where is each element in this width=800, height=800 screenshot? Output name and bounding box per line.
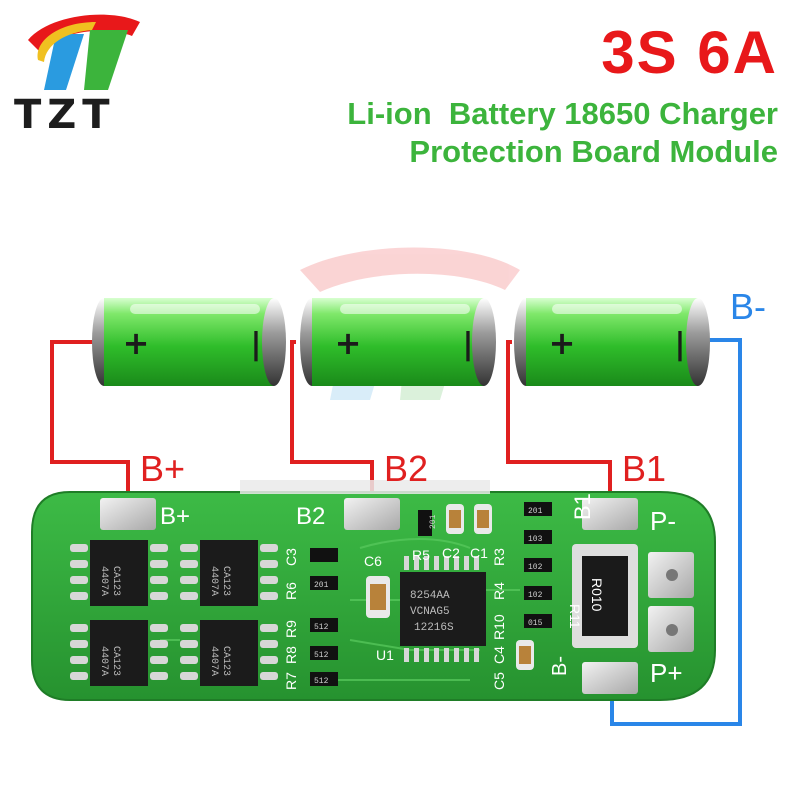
- svg-text:4407A: 4407A: [98, 646, 109, 676]
- ic-line-1: 8254AA: [410, 590, 450, 602]
- mosfet-4: 4407A CA123: [200, 620, 258, 686]
- pad-b1: [582, 498, 638, 530]
- mosfet-leads: [70, 544, 278, 680]
- wire-label-b1: B1: [622, 448, 667, 489]
- via: [666, 569, 678, 581]
- svg-text:R10: R10: [491, 614, 507, 640]
- brand-name: TZT: [14, 92, 116, 138]
- svg-text:R3: R3: [491, 548, 507, 566]
- svg-text:201: 201: [528, 507, 543, 516]
- shunt-marking: R010: [589, 578, 605, 612]
- svg-text:U1: U1: [376, 647, 394, 663]
- svg-text:512: 512: [314, 623, 329, 632]
- ref-designators: C6 R5 C2 C1 U1 R6 C3 R9 R8 R7 R3 R4 R10 …: [283, 545, 583, 690]
- svg-text:R11: R11: [567, 604, 583, 629]
- svg-text:C3: C3: [283, 548, 299, 566]
- mosfet-3: 4407A CA123: [90, 620, 148, 686]
- svg-text:102: 102: [528, 563, 543, 572]
- ic-line-3: 12216S: [414, 622, 454, 634]
- silk-b2: B2: [296, 503, 325, 530]
- headline-line-1: Li-ion Battery 18650 Charger: [347, 96, 778, 131]
- svg-text:R9: R9: [283, 620, 299, 638]
- svg-text:C6: C6: [364, 553, 382, 569]
- svg-text:201: 201: [429, 514, 438, 529]
- protection-ic: 8254AA VCNAG5 12216S: [400, 556, 486, 662]
- mosfet-chips: 4407A CA123 4407A CA123 4407A CA123 4407…: [90, 540, 258, 686]
- svg-text:102: 102: [528, 591, 543, 600]
- svg-text:201: 201: [314, 581, 329, 590]
- shunt-resistor: R010: [572, 544, 638, 648]
- svg-text:4407A: 4407A: [98, 566, 109, 596]
- headline-title: 3S 6A: [601, 19, 778, 86]
- wire-label-b2: B2: [384, 448, 429, 489]
- wire-label-b-plus: B+: [140, 448, 186, 489]
- svg-text:C5: C5: [491, 672, 507, 690]
- svg-text:4407A: 4407A: [208, 646, 219, 676]
- via: [666, 624, 678, 636]
- mosfet-2: 4407A CA123: [200, 540, 258, 606]
- mosfet-1: 4407A CA123: [90, 540, 148, 606]
- silk-b-plus: B+: [160, 503, 190, 530]
- tzt-logo: [28, 14, 140, 90]
- svg-text:4407A: 4407A: [208, 566, 219, 596]
- svg-text:512: 512: [314, 651, 329, 660]
- svg-text:015: 015: [528, 619, 543, 628]
- protection-board: B+ B2 B1 P- P+ B- 4407A CA123 4407A CA12…: [31, 480, 716, 701]
- pad-b2: [344, 498, 400, 530]
- pcb-traces: [160, 538, 520, 681]
- pad-b-plus: [100, 498, 156, 530]
- battery-1-minus: |: [251, 327, 262, 362]
- battery-2-plus: +: [335, 324, 362, 362]
- battery-2-minus: |: [463, 327, 474, 362]
- svg-text:R4: R4: [491, 582, 507, 600]
- battery-3: [514, 298, 710, 386]
- pad-b-minus: [582, 662, 638, 694]
- svg-text:C2: C2: [442, 545, 460, 561]
- capacitors: [366, 504, 534, 670]
- headline-line-2: Protection Board Module: [409, 134, 778, 169]
- silk-p-plus: P+: [650, 658, 683, 688]
- svg-text:R5: R5: [412, 547, 430, 563]
- svg-text:C1: C1: [470, 545, 488, 561]
- ic-line-2: VCNAG5: [410, 606, 450, 618]
- pad-labels: B+ B2 B1 P- P+ B-: [160, 493, 683, 688]
- svg-text:512: 512: [314, 677, 329, 686]
- silk-b1: B1: [570, 493, 595, 520]
- wiring: [50, 338, 742, 726]
- battery-1: [92, 298, 286, 386]
- battery-symbols: + | + | + |: [123, 324, 686, 362]
- battery-3-minus: |: [675, 327, 686, 362]
- silk-b-minus: B-: [549, 656, 571, 676]
- silk-p-minus: P-: [650, 506, 676, 536]
- svg-text:R8: R8: [283, 646, 299, 664]
- svg-text:103: 103: [528, 535, 543, 544]
- svg-text:R6: R6: [283, 582, 299, 600]
- svg-text:CA123: CA123: [110, 566, 121, 596]
- wire-label-b-minus: B-: [730, 286, 766, 327]
- battery-2: [300, 298, 496, 386]
- battery-3-plus: +: [549, 324, 576, 362]
- battery-1-plus: +: [123, 324, 150, 362]
- smd-resistors: 201 512 512 512 201 201 103 102 102 015: [310, 502, 552, 686]
- svg-text:CA123: CA123: [220, 646, 231, 676]
- svg-text:R7: R7: [283, 672, 299, 690]
- svg-text:CA123: CA123: [110, 646, 121, 676]
- svg-text:CA123: CA123: [220, 566, 231, 596]
- svg-text:C4: C4: [491, 646, 507, 664]
